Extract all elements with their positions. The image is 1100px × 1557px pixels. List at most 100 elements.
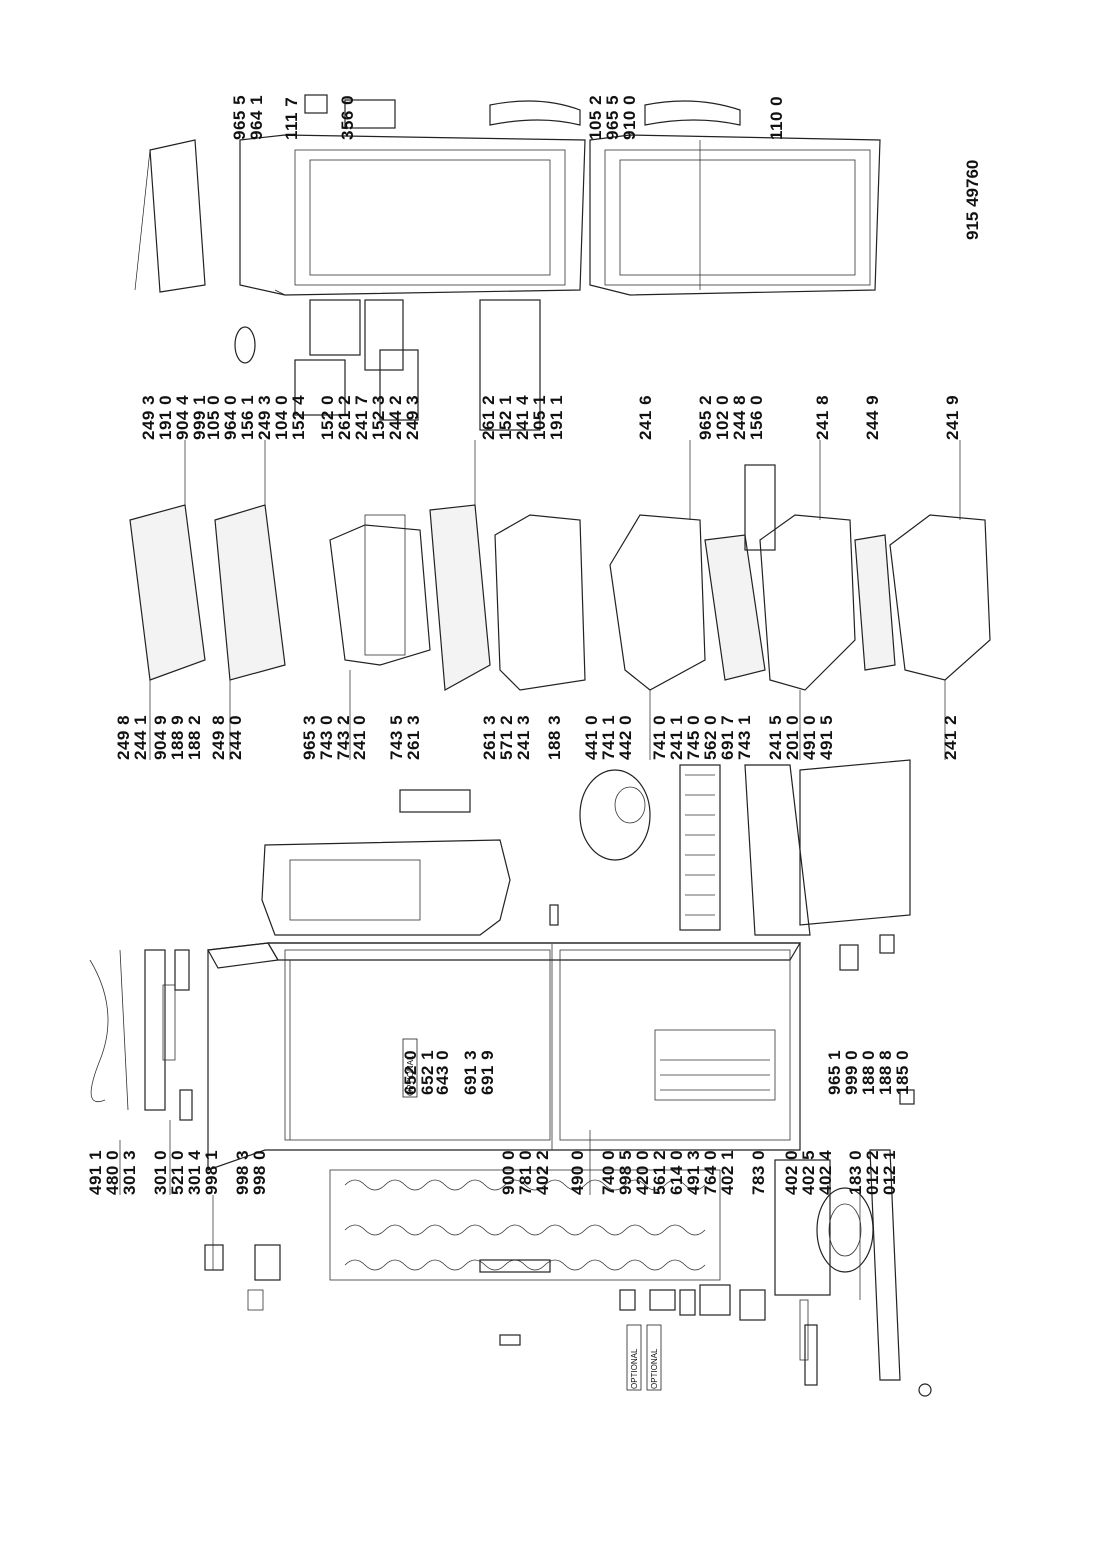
part-number-middle-24: 691 7 — [718, 715, 737, 760]
part-number-bottom-22: 402 0 — [782, 1150, 801, 1195]
part-number-middle-0: 249 8 — [114, 715, 133, 760]
part-number-bottom-17: 614 0 — [667, 1150, 686, 1195]
part-number-middle-16: 188 3 — [545, 715, 564, 760]
part-number-upper-10: 152 0 — [318, 395, 337, 440]
part-number-upper-16: 261 2 — [479, 395, 498, 440]
part-number-bottom-9: 900 0 — [499, 1150, 518, 1195]
part-number-bottom-4: 521 0 — [168, 1150, 187, 1195]
small-components — [204, 1244, 932, 1397]
part-number-top-5: 965 5 — [603, 95, 622, 140]
part-number-bottom-19: 764 0 — [701, 1150, 720, 1195]
part-number-upper-5: 964 0 — [221, 395, 240, 440]
part-number-upper-27: 244 9 — [863, 395, 882, 440]
part-number-upper-22: 965 2 — [696, 395, 715, 440]
part-number-bottom-15: 420 0 — [633, 1150, 652, 1195]
part-number-upper-18: 241 4 — [513, 395, 532, 440]
part-number-upper-20: 191 1 — [547, 395, 566, 440]
part-number-upper-0: 249 3 — [139, 395, 158, 440]
part-number-top-0: 965 5 — [230, 95, 249, 140]
part-number-upper-26: 241 8 — [813, 395, 832, 440]
part-number-upper-19: 105 1 — [530, 395, 549, 440]
part-number-middle-15: 241 3 — [514, 715, 533, 760]
part-number-cabinet-0: 652 0 — [401, 1050, 420, 1095]
air-duct-assembly — [261, 759, 911, 936]
part-number-cabinet-4: 691 9 — [478, 1050, 497, 1095]
part-number-upper-11: 261 2 — [335, 395, 354, 440]
part-number-middle-8: 743 0 — [317, 715, 336, 760]
part-number-middle-26: 241 5 — [766, 715, 785, 760]
glass-shelves — [129, 504, 491, 691]
part-number-middle-30: 241 2 — [941, 715, 960, 760]
part-number-middle-14: 571 2 — [497, 715, 516, 760]
part-number-bottom-2: 301 3 — [120, 1150, 139, 1195]
part-number-upper-15: 249 3 — [403, 395, 422, 440]
part-number-upper-23: 102 0 — [713, 395, 732, 440]
control-strip — [89, 949, 193, 1121]
part-number-middle-22: 745 0 — [684, 715, 703, 760]
part-number-middle-19: 442 0 — [616, 715, 635, 760]
leader-lines — [119, 140, 961, 1300]
fridge-cabinet — [207, 942, 802, 1171]
part-number-bottom-11: 402 2 — [533, 1150, 552, 1195]
door-bins — [234, 299, 541, 431]
part-number-middle-13: 261 3 — [480, 715, 499, 760]
part-number-bottom-12: 490 0 — [568, 1150, 587, 1195]
part-number-upper-4: 105 0 — [204, 395, 223, 440]
part-number-cabinet-6: 999 0 — [842, 1050, 861, 1095]
part-number-bottom-13: 740 0 — [599, 1150, 618, 1195]
part-number-bottom-27: 012 1 — [880, 1150, 899, 1195]
part-number-top-2: 111 7 — [282, 97, 301, 140]
part-number-bottom-7: 998 3 — [233, 1150, 252, 1195]
part-number-bottom-16: 561 2 — [650, 1150, 669, 1195]
part-number-bottom-8: 998 0 — [250, 1150, 269, 1195]
freezer-door — [589, 134, 881, 296]
part-number-middle-10: 241 0 — [350, 715, 369, 760]
part-number-upper-6: 156 1 — [238, 395, 257, 440]
optional-label-cabinet: OPTIONAL — [406, 1055, 415, 1096]
part-number-middle-4: 188 2 — [185, 715, 204, 760]
part-number-middle-1: 244 1 — [131, 715, 150, 760]
part-number-upper-1: 191 0 — [156, 395, 175, 440]
part-number-middle-20: 741 0 — [650, 715, 669, 760]
part-number-middle-12: 261 3 — [404, 715, 423, 760]
part-number-upper-3: 999 1 — [190, 395, 209, 440]
part-number-bottom-10: 781 0 — [516, 1150, 535, 1195]
crisper-drawers — [329, 464, 991, 691]
part-number-bottom-6: 998 1 — [202, 1150, 221, 1195]
part-number-top-7: 110 0 — [767, 96, 786, 140]
part-number-upper-2: 904 4 — [173, 395, 192, 440]
optional-marks: OPTIONAL OPTIONAL OPTIONAL — [402, 1038, 662, 1391]
part-number-middle-11: 743 5 — [387, 715, 406, 760]
part-number-upper-9: 152 4 — [289, 395, 308, 440]
part-number-bottom-18: 491 3 — [684, 1150, 703, 1195]
compressor — [774, 1149, 901, 1381]
part-number-middle-5: 249 8 — [209, 715, 228, 760]
part-number-middle-29: 491 5 — [817, 715, 836, 760]
part-number-middle-9: 743 2 — [334, 715, 353, 760]
part-number-cabinet-2: 643 0 — [433, 1050, 452, 1095]
part-number-upper-14: 244 2 — [386, 395, 405, 440]
part-number-bottom-3: 301 0 — [151, 1150, 170, 1195]
part-number-cabinet-1: 652 1 — [418, 1050, 437, 1095]
part-number-middle-27: 201 0 — [783, 715, 802, 760]
part-number-bottom-20: 402 1 — [718, 1150, 737, 1195]
part-number-middle-2: 904 9 — [151, 715, 170, 760]
part-number-top-1: 964 1 — [247, 95, 266, 140]
part-number-middle-17: 441 0 — [582, 715, 601, 760]
part-number-upper-21: 241 6 — [636, 395, 655, 440]
part-number-middle-23: 562 0 — [701, 715, 720, 760]
condenser-coil — [329, 1169, 721, 1281]
part-number-bottom-5: 301 4 — [185, 1150, 204, 1195]
part-number-bottom-21: 783 0 — [749, 1150, 768, 1195]
part-number-upper-8: 104 0 — [272, 395, 291, 440]
part-number-bottom-14: 998 5 — [616, 1150, 635, 1195]
part-number-cabinet-7: 188 0 — [859, 1050, 878, 1095]
part-number-bottom-24: 402 4 — [816, 1150, 835, 1195]
part-number-middle-28: 491 0 — [800, 715, 819, 760]
part-number-cabinet-3: 691 3 — [461, 1050, 480, 1095]
